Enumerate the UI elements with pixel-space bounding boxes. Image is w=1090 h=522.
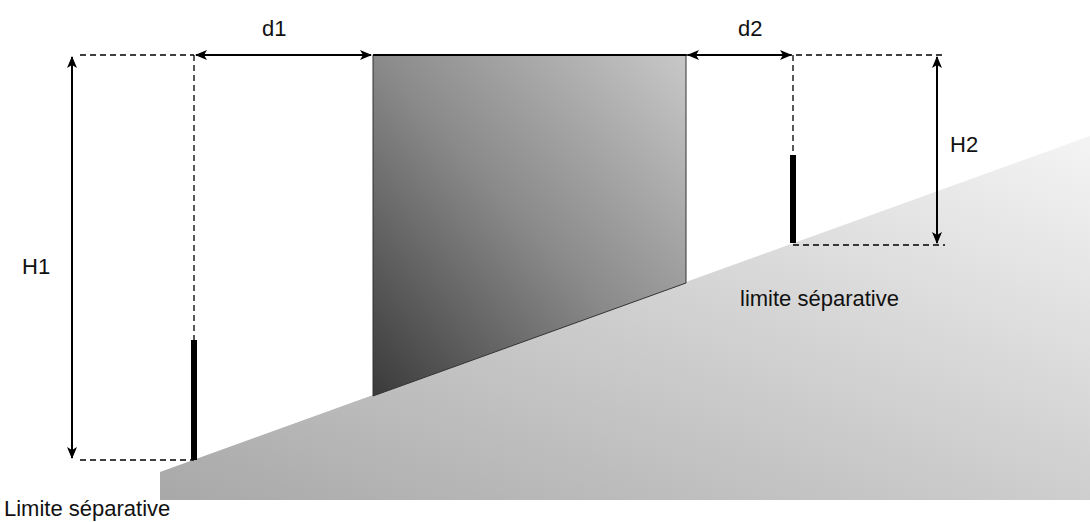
dimension-arrows <box>72 55 937 458</box>
dimension-label: H2 <box>950 134 978 156</box>
fence-post <box>790 155 796 243</box>
dimension-label: d1 <box>262 18 286 40</box>
building <box>373 55 686 396</box>
dashed-guides <box>80 55 945 460</box>
fence-post <box>191 340 197 460</box>
dimension-label: H1 <box>22 256 50 278</box>
dimension-label: d2 <box>738 18 762 40</box>
building-roof <box>373 54 686 56</box>
boundary-label: limite séparative <box>740 288 899 310</box>
boundary-label: Limite séparative <box>4 498 170 520</box>
